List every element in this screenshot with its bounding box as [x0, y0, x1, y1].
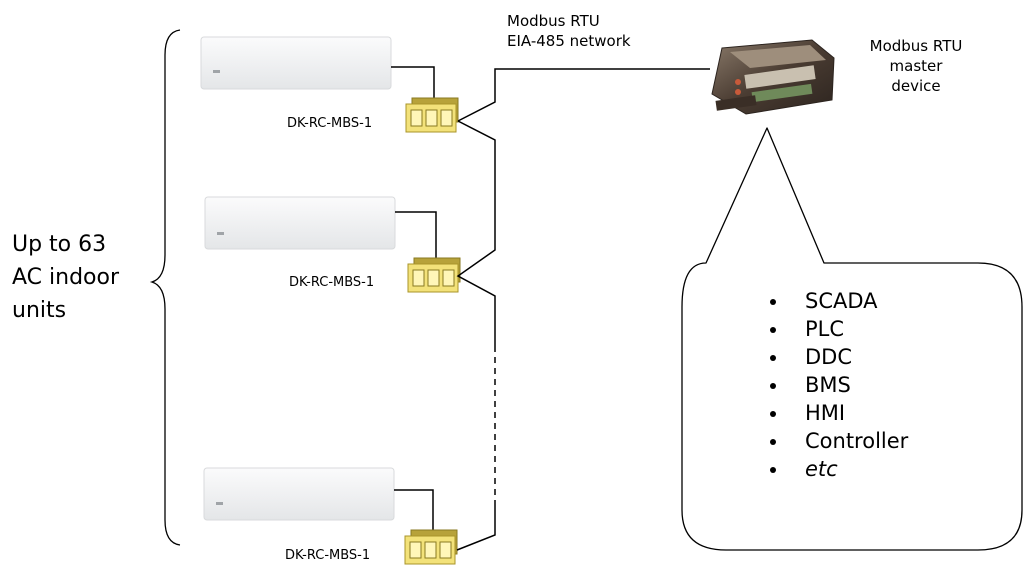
interface-module: [405, 97, 459, 133]
network-label: Modbus RTU EIA-485 network: [507, 11, 631, 51]
network-label-line2: EIA-485 network: [507, 32, 631, 50]
group-label-line2: AC indoor: [12, 265, 120, 290]
master-label-line2: master: [889, 57, 943, 75]
rs485-bus: [456, 500, 496, 551]
callout-item: PLC: [768, 315, 908, 343]
callout-list: SCADA PLC DDC BMS HMI Controller etc: [768, 287, 908, 483]
rs485-bus: [457, 68, 710, 122]
unit-cable: [391, 66, 435, 98]
interface-module: [404, 529, 458, 565]
callout-item: Controller: [768, 427, 908, 455]
callout-item: HMI: [768, 399, 908, 427]
ac-indoor-unit: [204, 196, 396, 250]
ac-indoor-unit: [203, 467, 395, 521]
unit-cable: [395, 211, 437, 258]
callout-item: BMS: [768, 371, 908, 399]
callout-item: DDC: [768, 343, 908, 371]
master-label: Modbus RTU master device: [830, 36, 1002, 96]
interface-label: DK-RC-MBS-1: [287, 116, 373, 131]
master-label-line1: Modbus RTU: [869, 37, 963, 55]
callout-item: etc: [768, 455, 908, 483]
master-label-line3: device: [891, 77, 941, 95]
group-brace: [149, 29, 181, 546]
modbus-master-device: [711, 39, 835, 115]
group-label-line3: units: [12, 298, 67, 323]
ac-indoor-unit: [200, 36, 392, 90]
unit-cable: [394, 489, 434, 530]
rs485-bus: [456, 120, 496, 352]
network-label-line1: Modbus RTU: [507, 12, 600, 30]
group-label: Up to 63 AC indoor units: [12, 228, 119, 327]
interface-label: DK-RC-MBS-1: [289, 275, 375, 290]
group-label-line1: Up to 63: [12, 232, 107, 257]
interface-label: DK-RC-MBS-1: [285, 548, 371, 563]
interface-module: [407, 257, 461, 293]
callout-bubble: [681, 127, 1023, 551]
callout-item: SCADA: [768, 287, 908, 315]
